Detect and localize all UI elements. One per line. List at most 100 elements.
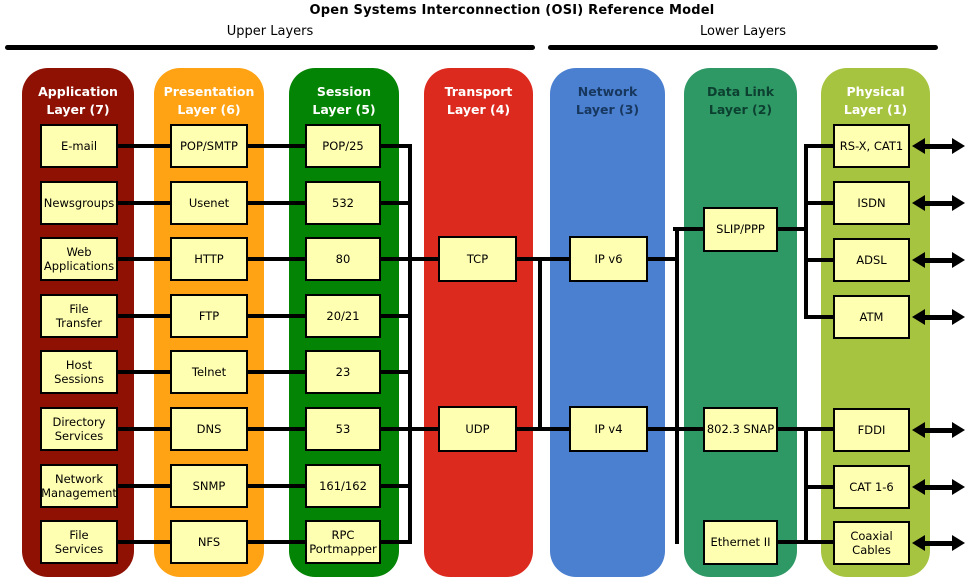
arrowhead-left [912, 252, 925, 268]
bus-line [804, 144, 808, 319]
double-arrow-icon [912, 138, 965, 154]
physical-layer-header: Physical Layer (1) [843, 84, 908, 117]
network-layer-header: Network Layer (3) [575, 84, 640, 117]
node-pop-25: POP/25 [305, 124, 381, 168]
lower-layers-bracket [548, 45, 938, 50]
connector-line [248, 144, 305, 148]
arrow-shaft [925, 143, 952, 149]
arrow-shaft [925, 257, 952, 263]
node-nfs: NFS [170, 520, 248, 564]
arrowhead-left [912, 479, 925, 495]
node-usenet: Usenet [170, 181, 248, 225]
node-23: 23 [305, 350, 381, 394]
node-http: HTTP [170, 237, 248, 281]
connector-line [804, 201, 833, 205]
connector-line [381, 540, 412, 544]
connector-line [118, 427, 170, 431]
connector-line [381, 370, 412, 374]
double-arrow-icon [912, 535, 965, 551]
node-pop-smtp: POP/SMTP [170, 124, 248, 168]
node-rs-x-cat1: RS-X, CAT1 [833, 124, 910, 168]
node-coaxial-cables: Coaxial Cables [833, 521, 910, 565]
session-layer-header: Session Layer (5) [312, 84, 376, 117]
node-80: 80 [305, 237, 381, 281]
connector-line [381, 257, 412, 261]
connector-line [248, 484, 305, 488]
arrow-shaft [925, 427, 952, 433]
page-title: Open Systems Interconnection (OSI) Refer… [309, 3, 715, 18]
arrow-shaft [925, 540, 952, 546]
connector-line [118, 257, 170, 261]
node-file-transfer: File Transfer [40, 294, 118, 338]
bus-line [538, 257, 542, 431]
transport-layer-header: Transport Layer (4) [444, 84, 513, 117]
node-dns: DNS [170, 407, 248, 451]
connector-line [381, 427, 412, 431]
node-host-sessions: Host Sessions [40, 350, 118, 394]
node-161-162: 161/162 [305, 464, 381, 508]
connector-line [118, 484, 170, 488]
node-newsgroups: Newsgroups [40, 181, 118, 225]
connector-line [804, 144, 833, 148]
double-arrow-icon [912, 479, 965, 495]
connector-line [804, 258, 833, 262]
node-ip-v6: IP v6 [569, 236, 648, 282]
connector-line [381, 484, 412, 488]
connector-line [778, 227, 808, 231]
upper-layers-label: Upper Layers [226, 24, 314, 39]
node-email: E-mail [40, 124, 118, 168]
connector-line [248, 370, 305, 374]
connector-line [118, 201, 170, 205]
connector-line [408, 257, 438, 261]
application-layer-header: Application Layer (7) [38, 84, 118, 117]
connector-line [517, 257, 569, 261]
arrowhead-right [952, 535, 965, 551]
arrowhead-right [952, 252, 965, 268]
bus-line [804, 427, 808, 544]
bus-line [675, 227, 679, 544]
connector-line [248, 257, 305, 261]
connector-line [118, 314, 170, 318]
arrow-shaft [925, 484, 952, 490]
connector-line [381, 201, 412, 205]
data-link-layer-header: Data Link Layer (2) [706, 84, 775, 117]
arrowhead-left [912, 422, 925, 438]
arrowhead-right [952, 422, 965, 438]
node-tcp: TCP [438, 236, 517, 282]
connector-line [673, 227, 703, 231]
node-rpc-portmapper: RPC Portmapper [305, 520, 381, 564]
node-atm: ATM [833, 295, 910, 339]
bus-line [408, 144, 412, 544]
node-telnet: Telnet [170, 350, 248, 394]
arrowhead-left [912, 138, 925, 154]
connector-line [648, 257, 679, 261]
connector-line [118, 144, 170, 148]
arrowhead-right [952, 195, 965, 211]
node-cat-1-6: CAT 1-6 [833, 465, 910, 509]
connector-line [248, 201, 305, 205]
node-slip-ppp: SLIP/PPP [703, 207, 778, 252]
connector-line [804, 485, 833, 489]
double-arrow-icon [912, 309, 965, 325]
connector-line [118, 540, 170, 544]
arrowhead-right [952, 479, 965, 495]
arrowhead-right [952, 309, 965, 325]
connector-line [118, 370, 170, 374]
data-link-layer-column: Data Link Layer (2) [684, 68, 797, 577]
node-8023-snap: 802.3 SNAP [703, 407, 778, 452]
connector-line [804, 315, 833, 319]
connector-line [517, 427, 569, 431]
connector-line [381, 314, 412, 318]
arrow-shaft [925, 314, 952, 320]
presentation-layer-header: Presentation Layer (6) [163, 84, 255, 117]
lower-layers-label: Lower Layers [699, 24, 787, 39]
node-network-management: Network Management [40, 464, 118, 508]
double-arrow-icon [912, 252, 965, 268]
node-file-services: File Services [40, 520, 118, 564]
upper-layers-bracket [5, 45, 535, 50]
connector-line [248, 427, 305, 431]
node-ip-v4: IP v4 [569, 406, 648, 452]
node-fddi: FDDI [833, 408, 910, 452]
node-udp: UDP [438, 406, 517, 452]
